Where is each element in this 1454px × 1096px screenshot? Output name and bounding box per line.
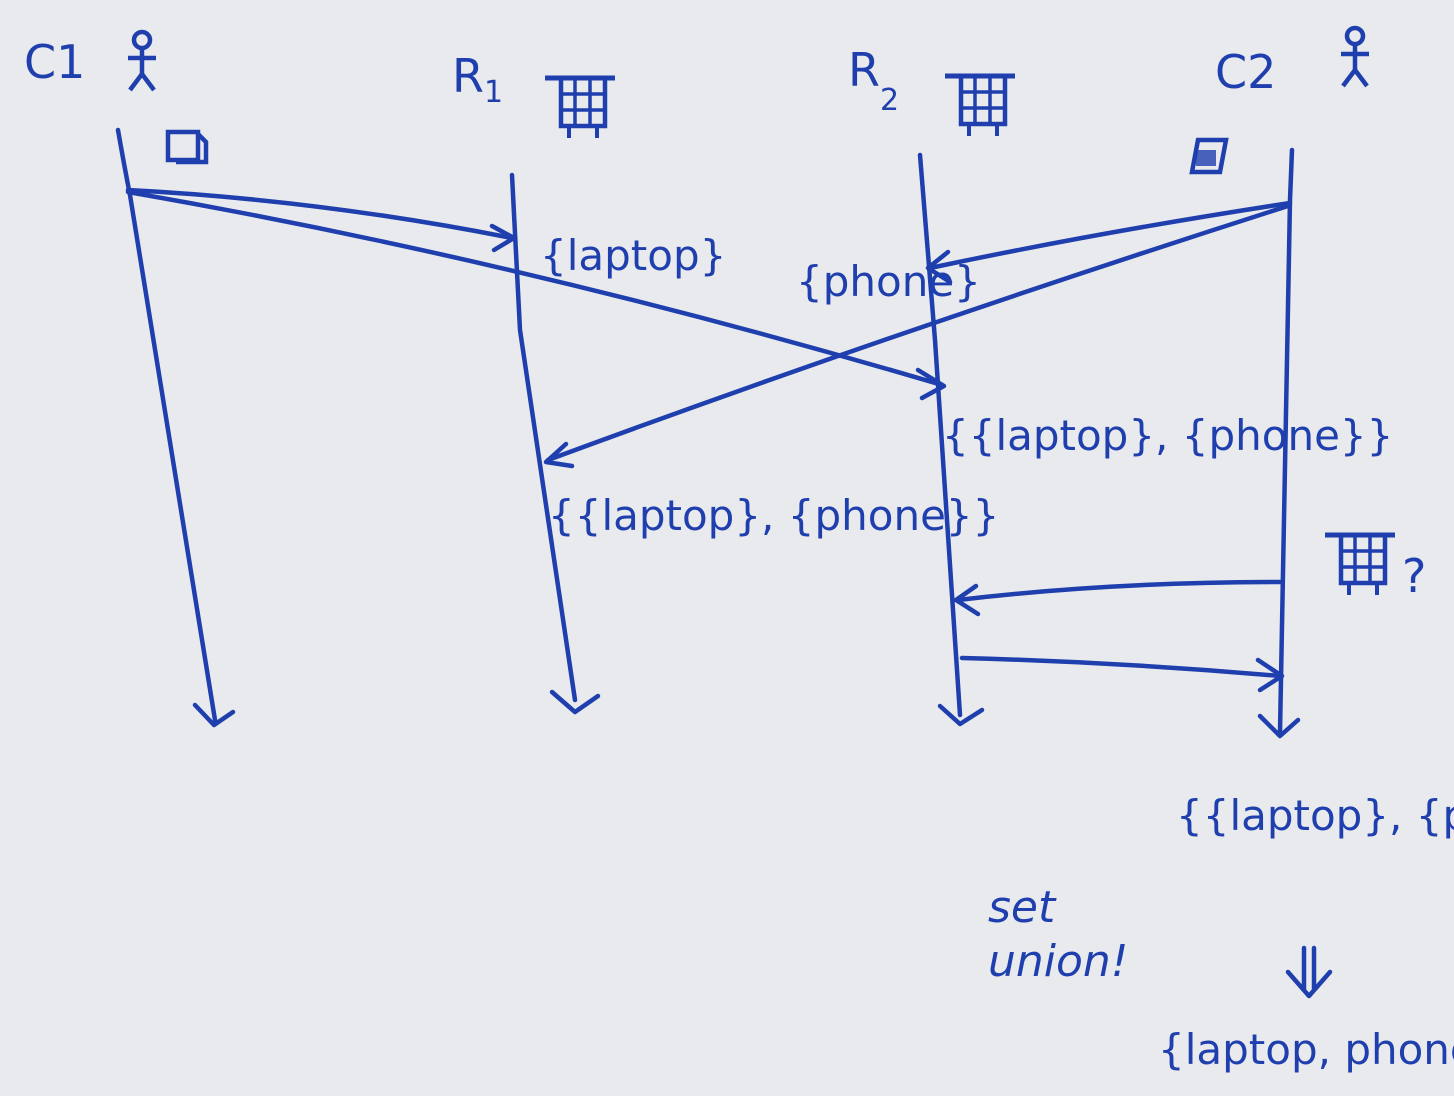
c1-timeline-arrowhead [192, 702, 236, 728]
arrowhead [915, 367, 947, 401]
arrowhead [489, 223, 517, 253]
node-r1: R1 [452, 49, 615, 138]
r2-timeline-arrowhead [937, 703, 985, 727]
arrowhead [543, 441, 575, 469]
arrowhead [953, 583, 981, 617]
r1-timeline [509, 172, 578, 703]
node-c1: C1 [24, 32, 156, 90]
message-c1-to-r1 [125, 187, 515, 241]
r1-state-first: {laptop} [540, 231, 726, 280]
message-c2-to-r1 [545, 203, 1291, 463]
r2-label: R2 [848, 43, 899, 118]
r1-timeline-arrowhead [549, 689, 601, 715]
message-c1-to-r2 [125, 189, 945, 388]
r1-state-merged: {{laptop}, {phone}} [548, 491, 999, 540]
message-c2-to-r2 [927, 200, 1293, 271]
c2-state-final: {laptop, phone} [1158, 1025, 1454, 1074]
r2-timeline [917, 152, 963, 718]
c2-state-result: {{laptop}, {phone}} [1176, 791, 1454, 840]
c2-timeline-arrowhead [1257, 713, 1301, 739]
c2-label: C2 [1215, 45, 1276, 99]
c1-label: C1 [24, 35, 85, 89]
double-down-arrow-icon [1285, 945, 1333, 999]
message-c2-query-to-r2 [955, 579, 1283, 603]
message-r2-response-to-c2 [959, 655, 1283, 679]
node-r2: R2 [848, 43, 1015, 136]
r2-state-first: {phone} [796, 257, 981, 306]
c1-timeline [115, 127, 218, 723]
arrowhead [1255, 657, 1285, 693]
note-line-2: union! [988, 936, 1128, 987]
c2-timeline [1277, 147, 1295, 735]
query-mark: ? [1402, 549, 1426, 603]
r1-label: R1 [452, 49, 503, 110]
node-c2: C2 [1215, 28, 1369, 99]
note-line-1: set [988, 882, 1057, 933]
arrowhead [925, 249, 953, 285]
r2-state-merged: {{laptop}, {phone}} [942, 411, 1393, 460]
